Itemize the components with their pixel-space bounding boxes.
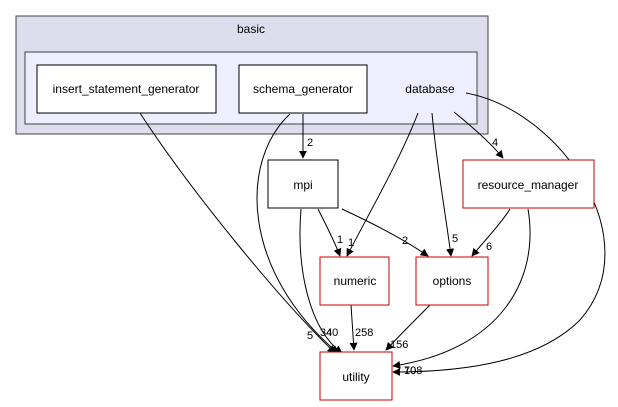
cluster-basic-label: basic: [237, 22, 265, 36]
edge-label-options-to-utility: 156: [390, 339, 408, 351]
node-schema-generator-label: schema_generator: [253, 82, 353, 96]
edge-options-to-utility: [385, 304, 431, 351]
edge-mpi-to-utility: [299, 208, 343, 354]
edge-label-schema-to-utility: 34: [320, 327, 332, 339]
edge-database-to-utility: [392, 92, 606, 376]
node-numeric-label: numeric: [334, 274, 377, 288]
edge-label-database-to-options: 5: [452, 233, 458, 245]
edge-label-numeric-to-utility: 258: [355, 327, 373, 339]
edge-label-insert-to-utility: 5: [307, 330, 313, 342]
edge-insert-to-utility: [139, 112, 336, 354]
edge-label-database-to-resource-manager: 4: [492, 137, 498, 149]
node-utility[interactable]: utility: [319, 351, 393, 401]
node-mpi-label: mpi: [293, 178, 312, 192]
edge-database-to-resource-manager: [453, 111, 504, 159]
node-resource-manager-label: resource_manager: [478, 178, 579, 192]
node-numeric[interactable]: numeric: [319, 256, 390, 306]
edge-label-schema-to-mpi: 2: [307, 137, 313, 149]
edge-label-resource-manager-to-options: 6: [486, 241, 492, 253]
edge-label-resource-manager-to-utility: 70: [404, 365, 416, 377]
edge-label-mpi-to-numeric: 1: [337, 234, 343, 246]
node-options[interactable]: options: [415, 256, 489, 306]
edge-resource-manager-to-utility: [392, 208, 531, 369]
edge-numeric-to-utility: [349, 304, 358, 351]
edge-mpi-to-numeric: [317, 208, 342, 257]
node-insert-statement-generator-label: insert_statement_generator: [53, 82, 200, 96]
node-mpi[interactable]: mpi: [267, 159, 339, 209]
edge-schema-to-utility: [256, 113, 339, 354]
edge-label-database-to-utility: 108: [404, 365, 422, 377]
node-utility-label: utility: [342, 370, 369, 384]
edge-database-to-numeric: [346, 112, 419, 257]
edge-label-mpi-to-utility: 40: [326, 327, 338, 339]
edge-resource-manager-to-options: [471, 208, 511, 257]
node-schema-generator[interactable]: schema_generator: [238, 64, 368, 114]
node-options-label: options: [433, 274, 472, 288]
node-insert-statement-generator[interactable]: insert_statement_generator: [36, 64, 217, 114]
edge-label-mpi-to-options: 2: [402, 235, 408, 247]
node-resource-manager[interactable]: resource_manager: [462, 159, 595, 209]
edge-label-database-to-numeric: 1: [348, 237, 354, 249]
edge-database-to-options: [431, 112, 455, 257]
edge-mpi-to-options: [341, 208, 429, 257]
node-database-label: database: [405, 82, 455, 96]
